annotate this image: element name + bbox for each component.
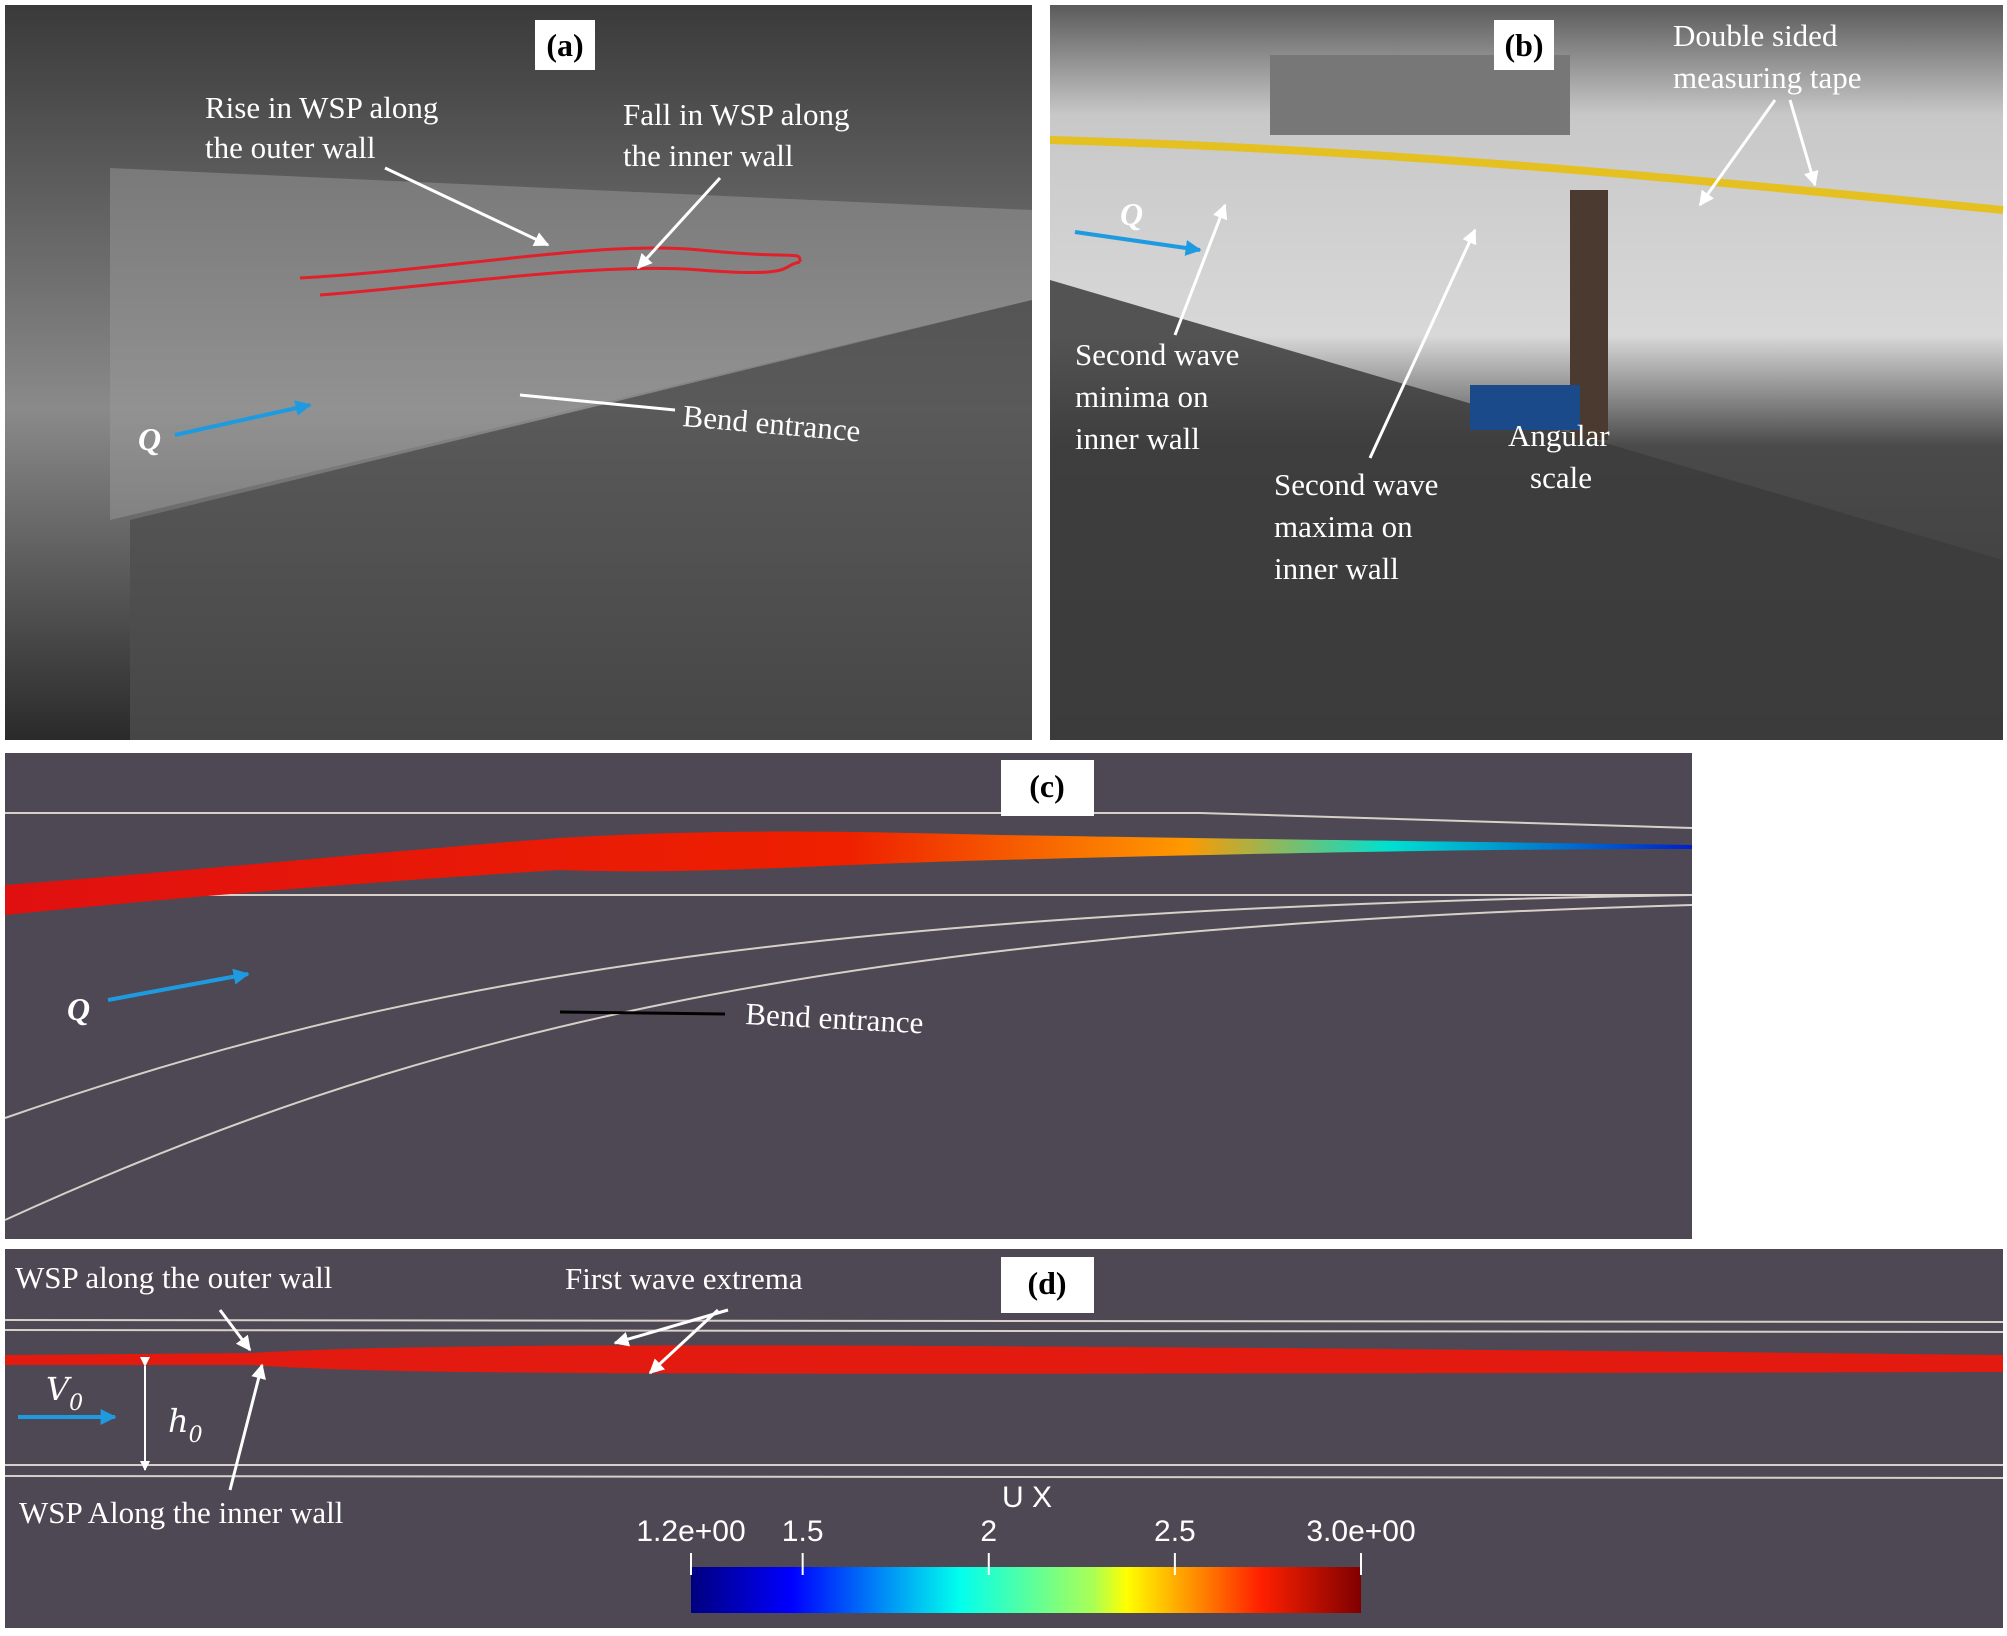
panel-a: (a) Rise in WSP along the outer wall Fal…: [5, 5, 1032, 740]
flow-arrow-c: [107, 968, 250, 1002]
panel-a-label-box: [535, 20, 595, 70]
inner-wall-arrow: [228, 1363, 266, 1491]
minima-annotation-line3: inner wall: [1075, 421, 1200, 456]
inner-wall-wsp-line: [319, 260, 801, 297]
first-wave-annotation: First wave extrema: [565, 1261, 803, 1296]
flow-arrow-b: [1074, 230, 1202, 256]
tape-annotation-line1: Double sided: [1673, 18, 1838, 53]
panel-d-label-box: [1001, 1257, 1094, 1313]
maxima-annotation-line3: inner wall: [1274, 551, 1399, 586]
rise-annotation-line1: Rise in WSP along: [205, 90, 438, 125]
depth-label: h0: [168, 1402, 203, 1448]
panel-d: (d) WSP along the outer wall First wave …: [4, 1249, 2004, 1628]
panel-b-label: (b): [1504, 27, 1543, 63]
panel-c-label: (c): [1029, 768, 1065, 804]
outer-wall-wsp-line: [299, 246, 802, 280]
flume-floor-b: [1050, 280, 2003, 740]
bend-curve-2: [4, 904, 1693, 1221]
fall-arrow: [636, 176, 722, 270]
tape-annotation-line2: measuring tape: [1673, 60, 1862, 95]
flow-q-label-b: Q: [1120, 196, 1143, 232]
outer-wall-bottom-edge: [4, 1329, 2004, 1333]
bend-curve-1: [4, 894, 1693, 1119]
inner-wall-bottom-edge: [4, 1475, 2004, 1479]
flow-q-label-c: Q: [67, 991, 90, 1027]
flow-q-label-a: Q: [138, 421, 161, 457]
panel-d-label: (d): [1027, 1265, 1066, 1301]
first-wave-arrow-1: [613, 1308, 729, 1347]
first-wave-arrow-2: [648, 1308, 720, 1375]
panel-b: (b) Double sided measuring tape Q Second…: [1049, 5, 2004, 740]
simulation-view-c: [5, 753, 1692, 1239]
colorbar: U X 1.2e+00 1.5 2 2.5 3.0e+00: [636, 1481, 1416, 1613]
bend-entrance-leader: [519, 393, 676, 412]
outer-wall-edge: [5, 812, 1693, 829]
colorbar-tick-label: 2: [980, 1515, 997, 1548]
maxima-annotation-line1: Second wave: [1274, 467, 1438, 502]
rise-arrow: [384, 166, 550, 247]
tape-arrow-1: [1698, 99, 1777, 207]
panel-b-label-box: [1494, 20, 1554, 70]
angular-annotation-line1: Angular: [1508, 418, 1610, 453]
water-surface-jet: [5, 831, 1692, 915]
outer-wall-arrow: [218, 1309, 252, 1352]
rise-annotation-line2: the outer wall: [205, 130, 375, 165]
maxima-arrow: [1368, 228, 1477, 459]
panel-c: (c) Q Bend entrance: [4, 753, 1693, 1239]
minima-arrow: [1173, 203, 1228, 336]
panel-a-label: (a): [546, 27, 583, 63]
inner-wall-annotation: WSP Along the inner wall: [19, 1495, 343, 1530]
angular-scale-base: [1470, 385, 1580, 430]
minima-annotation-line2: minima on: [1075, 379, 1209, 414]
bend-entrance-leader-c: [559, 1010, 726, 1016]
outer-wall-top-edge: [4, 1319, 2004, 1323]
flume-floor: [130, 300, 1032, 740]
minima-annotation-line1: Second wave: [1075, 337, 1239, 372]
colorbar-tick-label: 3.0e+00: [1306, 1515, 1415, 1548]
colorbar-tick-label: 1.2e+00: [636, 1515, 745, 1548]
water-surface-band: [5, 1345, 2003, 1374]
measuring-tape: [1049, 136, 2004, 214]
velocity-label: V0: [46, 1370, 83, 1416]
colorbar-title: U X: [1002, 1481, 1052, 1514]
fall-annotation-line1: Fall in WSP along: [623, 97, 850, 132]
outer-wall-annotation: WSP along the outer wall: [15, 1260, 332, 1295]
tape-arrow-2: [1788, 99, 1819, 187]
angular-annotation-line2: scale: [1530, 460, 1592, 495]
colorbar-gradient: [691, 1567, 1361, 1613]
colorbar-tick-label: 1.5: [782, 1515, 824, 1548]
flow-arrow-a: [174, 400, 312, 437]
panel-c-label-box: [1001, 760, 1094, 816]
fall-annotation-line2: the inner wall: [623, 138, 793, 173]
colorbar-tick-label: 2.5: [1154, 1515, 1196, 1548]
glass-wall: [110, 168, 1032, 520]
maxima-annotation-line2: maxima on: [1274, 509, 1413, 544]
